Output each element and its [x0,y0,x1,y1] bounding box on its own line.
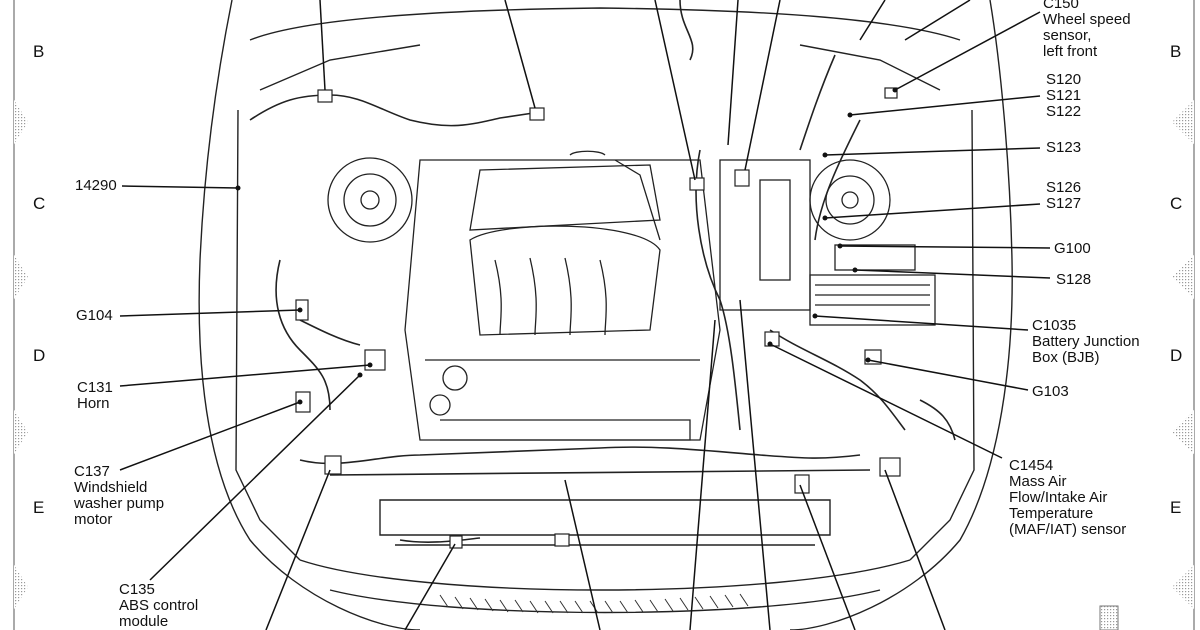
callout-g103-ground: G103 [1032,383,1069,400]
grid-row-right-d: D [1170,346,1183,365]
callout-s128-splice: S128 [1056,271,1092,288]
grid-row-right-c: C [1170,194,1183,213]
grid-row-left-c: C [33,194,46,213]
wiring-harness [249,0,956,543]
callout-s123-splice: S123 [1046,139,1082,156]
callout-s126-s127-splices: S126 S127 [1046,179,1082,212]
grid-row-right-e: E [1170,498,1182,517]
left-margin [0,0,14,630]
grid-row-left-e: E [33,498,45,517]
callout-s120-s122-splices: S120 S121 S122 [1046,71,1082,120]
leader-arrowheads [235,87,898,405]
engine-block [404,150,721,441]
callout-c131-horn: C131 Horn [77,379,113,412]
leader-lines [119,0,1051,630]
callout-c1035-battery-junction-box: C1035 Battery Junction Box (BJB) [1032,317,1140,366]
callout-c135-abs-control-module: C135 ABS control module [119,581,199,630]
right-margin-arrows [1172,100,1194,609]
vehicle-body-outline [198,0,1013,630]
callout-g104-ground: G104 [76,307,113,324]
left-margin-arrows [14,100,28,609]
grid-row-left-d: D [33,346,46,365]
grid-row-right-b: B [1170,42,1182,61]
callout-c1454-maf-iat-sensor: C1454 Mass Air Flow/Intake Air Temperatu… [1009,457,1127,538]
callout-g100-ground: G100 [1054,240,1091,257]
grid-row-left-b: B [33,42,45,61]
callout-c137-washer-pump-motor: C137 Windshield washer pump motor [74,463,165,528]
front-grille [439,593,749,614]
battery-and-bjb [719,159,936,326]
callout-14290-harness: 14290 [75,177,117,194]
callout-c150-wheel-speed-sensor: C150 Wheel speed sensor, left front [1043,0,1131,60]
